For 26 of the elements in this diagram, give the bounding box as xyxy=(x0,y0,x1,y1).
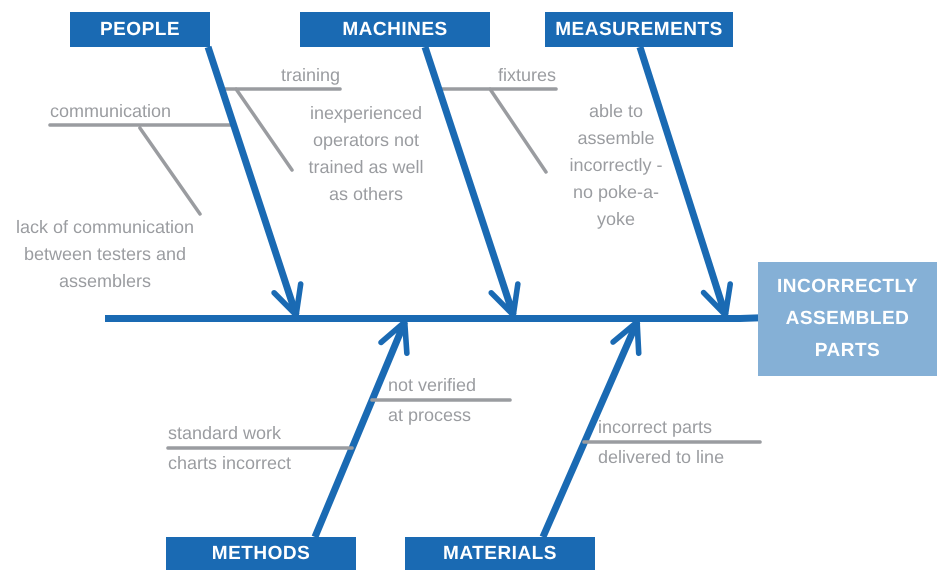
arrow xyxy=(636,46,734,318)
arrow xyxy=(422,46,521,318)
branch-line xyxy=(370,398,512,402)
branch-line xyxy=(166,446,354,450)
sub-cause-label: able to assemble incorrectly - no poke-a-yoke xyxy=(546,98,674,234)
branch-line xyxy=(234,87,294,172)
cause-label: communication xyxy=(50,98,205,128)
cause-label: training xyxy=(222,62,340,89)
category-box: MATERIALS xyxy=(405,537,595,570)
branch-line xyxy=(138,126,202,216)
cause-label: not verified at process xyxy=(388,370,510,430)
arrow xyxy=(312,319,410,538)
branch-line xyxy=(488,87,548,174)
cause-label: incorrect parts delivered to line xyxy=(598,412,760,472)
arrow xyxy=(204,46,304,318)
category-box: METHODS xyxy=(166,537,356,570)
cause-label: standard work charts incorrect xyxy=(168,418,350,478)
category-box: MEASUREMENTS xyxy=(545,12,733,47)
cause-label: fixtures xyxy=(476,62,556,89)
arrow xyxy=(540,319,642,538)
category-box: PEOPLE xyxy=(70,12,210,47)
sub-cause-label: inexperienced operators not trained as well as others xyxy=(292,100,432,236)
branch-line xyxy=(582,440,762,444)
effect-box: INCORRECTLY ASSEMBLED PARTS xyxy=(758,262,937,376)
category-box: MACHINES xyxy=(300,12,490,47)
sub-cause-label: lack of communication between testers and assemblers xyxy=(10,214,200,298)
